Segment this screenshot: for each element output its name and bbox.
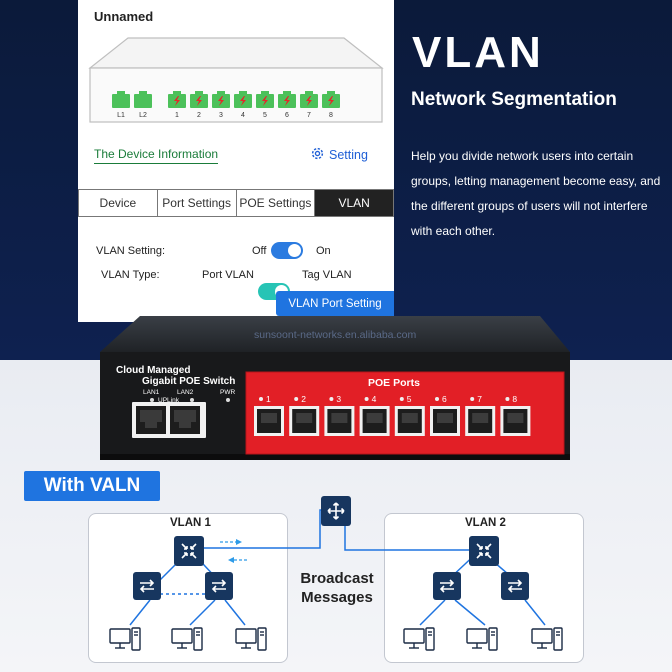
promo-description: Help you divide network users into certa… — [411, 149, 661, 238]
core-switch-icon — [469, 536, 499, 566]
lan1-led — [150, 398, 154, 402]
illustration-port-label: 5 — [263, 112, 267, 119]
port-vlan-label: Port VLAN — [202, 269, 254, 281]
with-vlan-badge: With VALN — [24, 471, 160, 501]
lan2-label: LAN2 — [177, 389, 194, 396]
tab-bar: Device Port Settings POE Settings VLAN — [78, 189, 394, 217]
computer-icon — [108, 626, 142, 659]
computer-icon — [530, 626, 564, 659]
broadcast-messages-text: Broadcast Messages — [292, 569, 382, 607]
illustration-port-label: 6 — [285, 112, 289, 119]
computer-icon — [402, 626, 436, 659]
illustration-port: L2 — [134, 91, 152, 119]
vlan-port-setting-button[interactable]: VLAN Port Setting — [276, 291, 394, 316]
switch-line2: Gigabit POE Switch — [142, 376, 236, 387]
illustration-port: 8 — [322, 91, 340, 119]
switch-illustration: L1 L2 1 2 3 4 5 6 7 8 — [88, 37, 384, 123]
switch-hardware — [100, 316, 570, 460]
switch-icon — [501, 572, 529, 600]
device-name: Unnamed — [94, 9, 154, 24]
illustration-port: 6 — [278, 91, 296, 119]
computer-icon — [234, 626, 268, 659]
illustration-port: 5 — [256, 91, 274, 119]
tab-port-settings[interactable]: Port Settings — [157, 190, 237, 216]
illustration-port-label: L2 — [139, 112, 147, 119]
poe-port — [254, 397, 284, 436]
switch-icon — [205, 572, 233, 600]
poe-port — [430, 397, 460, 436]
poe-port — [324, 397, 355, 436]
tab-poe-settings[interactable]: POE Settings — [236, 190, 316, 216]
poe-port — [500, 397, 531, 436]
illustration-port: 2 — [190, 91, 208, 119]
vlan-on-label: On — [316, 245, 331, 257]
poe-port-number: 1 — [266, 394, 271, 404]
vlan-type-label: VLAN Type: — [101, 269, 160, 281]
illustration-port-label: 7 — [307, 112, 311, 119]
poe-port-number: 2 — [301, 394, 306, 404]
lan-port — [170, 406, 200, 434]
router-icon — [321, 496, 351, 526]
vlan-setting-label: VLAN Setting: — [96, 245, 166, 257]
promo-subtitle: Network Segmentation — [411, 89, 617, 110]
vlan-setting-toggle[interactable] — [271, 242, 303, 259]
tab-vlan[interactable]: VLAN — [315, 190, 393, 216]
illustration-port: 7 — [300, 91, 318, 119]
setting-button[interactable]: Setting — [310, 146, 368, 164]
watermark: sunsoont-networks.en.alibaba.com — [254, 329, 417, 341]
switch-line1: Cloud Managed — [116, 365, 191, 376]
device-information-link[interactable]: The Device Information — [94, 147, 219, 164]
gear-icon — [310, 146, 325, 164]
poe-port — [465, 397, 496, 436]
vlan-off-label: Off — [252, 245, 267, 257]
poe-port-number: 6 — [442, 394, 447, 404]
computer-icon — [465, 626, 499, 659]
poe-port-number: 7 — [477, 394, 482, 404]
lan1-label: LAN1 — [143, 389, 160, 396]
vlan2-title: VLAN 2 — [465, 517, 506, 529]
broadcast-line1: Broadcast — [300, 570, 374, 587]
illustration-port-label: 2 — [197, 112, 201, 119]
poe-port-number: 4 — [371, 394, 377, 404]
pwr-led — [226, 398, 230, 402]
vlan2-box — [384, 513, 584, 663]
illustration-port: 4 — [234, 91, 252, 119]
setting-label: Setting — [329, 148, 368, 162]
illustration-port-label: 8 — [329, 112, 333, 119]
promo-title: VLAN — [412, 28, 544, 77]
app-panel: Unnamed L1 L2 1 2 3 4 5 6 7 8 The Device Informat… — [78, 0, 394, 322]
illustration-port: 1 — [168, 91, 186, 119]
poe-port-number: 5 — [406, 394, 412, 404]
uplink-label: UPLink — [158, 397, 179, 404]
pwr-label: PWR — [220, 389, 236, 396]
lan2-led — [190, 398, 194, 402]
poe-port — [394, 397, 425, 436]
poe-port — [289, 397, 320, 436]
computer-icon — [170, 626, 204, 659]
core-switch-icon — [174, 536, 204, 566]
illustration-port: L1 — [112, 91, 130, 119]
poe-port-number: 3 — [336, 394, 342, 404]
illustration-port-label: 1 — [175, 112, 179, 119]
poe-ports-title: POE Ports — [368, 377, 420, 389]
broadcast-line2: Messages — [301, 589, 373, 606]
illustration-port-label: 3 — [219, 112, 223, 119]
illustration-port: 3 — [212, 91, 230, 119]
poe-port-number: 8 — [512, 394, 518, 404]
lan-port — [136, 406, 166, 434]
switch-icon — [133, 572, 161, 600]
illustration-port-label: 4 — [241, 112, 245, 119]
tab-device[interactable]: Device — [79, 190, 158, 216]
vlan1-title: VLAN 1 — [170, 517, 211, 529]
illustration-port-label: L1 — [117, 112, 125, 119]
tag-vlan-label: Tag VLAN — [302, 269, 352, 281]
poe-port — [359, 397, 390, 436]
switch-icon — [433, 572, 461, 600]
